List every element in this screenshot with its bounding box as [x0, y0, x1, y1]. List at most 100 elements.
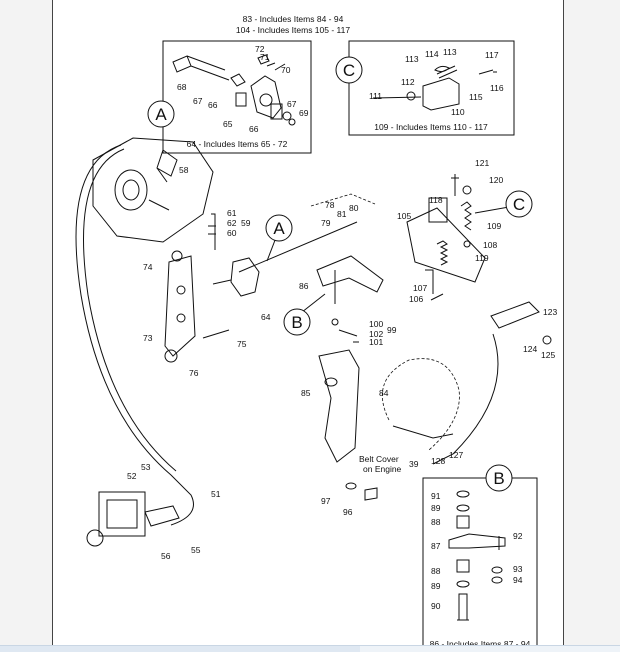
- inset-c-label-111: 111: [369, 91, 382, 101]
- label-belt-cover-2: on Engine: [363, 464, 402, 474]
- inset-a-label-67b: 67: [287, 99, 297, 109]
- label-78: 78: [325, 200, 335, 210]
- spring-119: [436, 240, 449, 266]
- inset-c-label-114: 114: [425, 49, 439, 59]
- label-106: 106: [409, 294, 423, 304]
- label-119: 119: [475, 253, 489, 263]
- arm-105: [406, 207, 486, 283]
- label-125: 125: [541, 350, 555, 360]
- inset-a-label-66: 66: [208, 100, 218, 110]
- inset-c-label-115: 115: [469, 92, 483, 102]
- callout-c: C: [474, 190, 533, 218]
- callout-b: B: [283, 293, 326, 336]
- callout-b-letter: B: [291, 313, 302, 332]
- header-line-2: 104 - Includes Items 105 - 117: [236, 25, 350, 35]
- label-64: 64: [261, 312, 271, 322]
- label-105: 105: [397, 211, 411, 221]
- control-plate-56: [98, 491, 146, 537]
- inset-b-caption: 86 - Includes Items 87 - 94: [430, 639, 531, 649]
- label-79: 79: [321, 218, 331, 228]
- label-75: 75: [237, 339, 247, 349]
- control-knob: [86, 529, 104, 547]
- throttle-cable: [75, 144, 194, 526]
- inset-a-badge: [147, 100, 175, 128]
- label-59: 59: [241, 218, 251, 228]
- inset-c-label-113a: 113: [405, 54, 419, 64]
- label-109: 109: [487, 221, 501, 231]
- throttle-arm-64: [230, 257, 260, 297]
- inset-a-label-66b: 66: [249, 124, 259, 134]
- callout-a-letter: A: [273, 219, 285, 238]
- inset-a-label-70: 70: [281, 65, 291, 75]
- bracket-123: [490, 301, 540, 329]
- inset-a-label-72: 72: [255, 44, 265, 54]
- label-101: 101: [369, 337, 383, 347]
- label-86: 86: [299, 281, 309, 291]
- label-102: 102: [369, 329, 383, 339]
- bracket-84: [318, 349, 360, 463]
- inset-b-letter: B: [493, 469, 504, 488]
- label-128: 128: [431, 456, 445, 466]
- inset-c-label-112: 112: [401, 77, 415, 87]
- inset-c-label-113b: 113: [443, 47, 457, 57]
- label-99: 99: [387, 325, 397, 335]
- inset-b-badge: [485, 464, 513, 492]
- inset-b-label-91: 91: [431, 491, 441, 501]
- inset-a-caption: 64 - Includes Items 65 - 72: [187, 139, 288, 149]
- label-118: 118: [429, 195, 443, 205]
- parts-diagram-page: 83 - Includes Items 84 - 94 104 - Includ…: [52, 0, 564, 653]
- inset-a-label-67: 67: [193, 96, 203, 106]
- inset-c-label-110: 110: [451, 107, 465, 117]
- inset-a: A 72 71 70 68 67 66 65 66 67 6: [147, 40, 312, 154]
- label-97: 97: [321, 496, 331, 506]
- control-rod-79: [238, 221, 358, 273]
- label-100: 100: [369, 319, 383, 329]
- inset-b-label-88: 88: [431, 517, 441, 527]
- label-58: 58: [179, 165, 189, 175]
- inset-a-label-68: 68: [177, 82, 187, 92]
- label-62: 62: [227, 218, 237, 228]
- label-74: 74: [143, 262, 153, 272]
- callout-c-letter: C: [513, 195, 525, 214]
- inset-a-label-71: 71: [260, 52, 270, 62]
- callout-a: A: [265, 214, 293, 262]
- label-84: 84: [379, 388, 389, 398]
- inset-b-label-93: 93: [513, 564, 523, 574]
- label-60: 60: [227, 228, 237, 238]
- inset-b-label-94: 94: [513, 575, 523, 585]
- label-124: 124: [523, 344, 537, 354]
- label-85: 85: [301, 388, 311, 398]
- label-61: 61: [227, 208, 237, 218]
- label-120: 120: [489, 175, 503, 185]
- label-55: 55: [191, 545, 201, 555]
- label-107: 107: [413, 283, 427, 293]
- carburetor: [92, 137, 214, 243]
- inset-a-letter: A: [155, 105, 167, 124]
- label-96: 96: [343, 507, 353, 517]
- bracket-73: [164, 255, 196, 357]
- spring-109: [460, 201, 472, 231]
- inset-b-label-87: 87: [431, 541, 441, 551]
- main-part-labels: 58 61 62 60 59 74 64 73 75 76 78 80 81 7…: [127, 158, 557, 561]
- viewer-bottom-bar: [0, 645, 620, 652]
- label-127: 127: [449, 450, 463, 460]
- inset-c-label-116: 116: [490, 83, 504, 93]
- inset-a-label-69: 69: [299, 108, 309, 118]
- inset-c-label-117: 117: [485, 50, 499, 60]
- governor-lever-86: [316, 255, 384, 293]
- inset-c-badge: [335, 56, 363, 84]
- belt-cover: [381, 358, 460, 451]
- label-39: 39: [409, 459, 419, 469]
- inset-b-label-89: 89: [431, 503, 441, 513]
- inset-b-label-92: 92: [513, 531, 523, 541]
- inset-b-label-89b: 89: [431, 581, 441, 591]
- inset-c-caption: 109 - Includes Items 110 - 117: [374, 122, 488, 132]
- exploded-parts-diagram: 83 - Includes Items 84 - 94 104 - Includ…: [75, 14, 557, 653]
- inset-b-label-90: 90: [431, 601, 441, 611]
- label-51: 51: [211, 489, 221, 499]
- label-121: 121: [475, 158, 489, 168]
- label-76: 76: [189, 368, 199, 378]
- label-108: 108: [483, 240, 497, 250]
- inset-c: C 113 114 113 117 112 116 111 115 110 10…: [335, 40, 515, 136]
